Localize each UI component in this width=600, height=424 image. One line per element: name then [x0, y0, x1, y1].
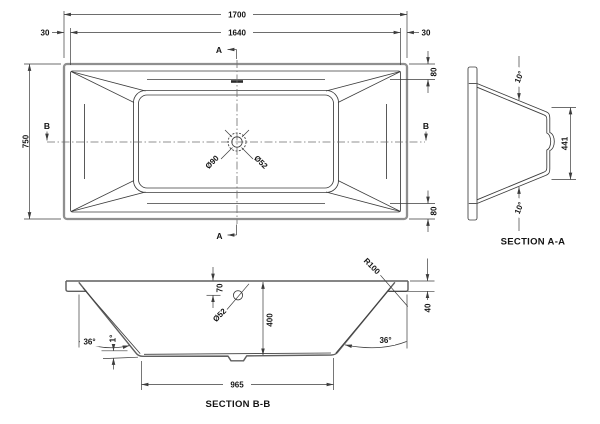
dim-40-label: 40	[423, 303, 432, 312]
section-aa-view: 10° 10° 441 SECTION A-A	[467, 56, 576, 248]
bb-left-rim-block	[65, 281, 87, 293]
plan-wall-top-lines	[84, 79, 387, 204]
dim-30-left-label: 30	[41, 29, 50, 38]
bb-inner-shell-lines	[82, 287, 391, 355]
drain-outer-circle	[227, 132, 247, 152]
plan-floor-edge	[138, 94, 334, 189]
section-marker-b-right: B	[423, 121, 429, 141]
section-marker-b-left: B	[44, 121, 50, 141]
dim-30-right-label: 30	[422, 29, 431, 38]
dim-rim-right: 30	[406, 29, 431, 38]
cut-b-left-label: B	[44, 121, 50, 131]
rim-radius-callout: R100	[359, 253, 409, 307]
aa-rim-cut-lines	[468, 83, 477, 204]
dim-750-label: 750	[21, 134, 30, 148]
floor-slope-callout: 1°	[101, 335, 139, 370]
plan-rim-edge	[70, 70, 401, 213]
drain-inner-circle	[231, 136, 243, 148]
dim-floor-length: 965	[141, 358, 334, 390]
section-bb-title: SECTION B-B	[205, 399, 270, 410]
plan-floor-outer-edge	[133, 90, 339, 193]
dim-70-label: 70	[215, 283, 224, 292]
dim-1640-label: 1640	[228, 29, 246, 38]
angle-36-left-label: 36°	[83, 338, 95, 347]
dim-rim-bottom-right: 80	[390, 190, 438, 232]
aa-angle-top-label: 10°	[513, 70, 526, 85]
dim-rim-left: 30	[41, 29, 65, 38]
drain-outer-dia-label: Ø90	[204, 153, 221, 170]
angle-left-callout: 36°	[78, 294, 130, 349]
section-marker-a-bottom: A	[216, 224, 237, 241]
aa-floor-face	[545, 111, 555, 176]
dim-drain-offset: 70	[206, 267, 224, 308]
aa-angle-bottom-label: 10°	[513, 201, 526, 216]
dim-floor-width: 441	[551, 107, 576, 180]
cut-a-bottom-label: A	[216, 231, 222, 241]
aa-walls	[476, 83, 546, 204]
dim-overall-width: 750	[21, 63, 61, 220]
angle-36-right-label: 36°	[379, 336, 391, 345]
dim-rim-height: 40	[389, 258, 435, 312]
dim-965-label: 965	[230, 381, 244, 390]
bb-drain-circle	[232, 290, 244, 301]
section-aa-title: SECTION A-A	[501, 237, 566, 248]
cut-a-top-label: A	[216, 45, 222, 55]
aa-rim-bar	[467, 66, 478, 221]
dim-80-bottom-label: 80	[429, 206, 438, 215]
angle-1-label: 1°	[108, 335, 117, 343]
dim-depth: 400	[261, 281, 274, 356]
section-bb-view: Ø52 70 400 R100 40	[65, 253, 435, 410]
dim-400-label: 400	[265, 313, 274, 327]
drain-waste-dia-label: Ø52	[252, 154, 269, 171]
dim-opening-length: 1640	[70, 29, 401, 38]
dim-overall-length: 1700	[63, 11, 408, 20]
aa-angle-top: 10°	[510, 56, 528, 101]
dim-80-top-label: 80	[429, 67, 438, 76]
dim-441-label: 441	[560, 136, 569, 150]
aa-floor-face-inner	[543, 114, 552, 173]
cut-b-right-label: B	[423, 121, 429, 131]
aa-angle-bottom: 10°	[510, 186, 528, 231]
bb-tub-profile	[78, 281, 396, 362]
plan-corner-chamfers	[70, 71, 401, 212]
section-marker-a-top: A	[216, 45, 237, 59]
plan-outer-wall	[62, 62, 409, 221]
dim-1700-label: 1700	[228, 11, 246, 20]
bb-drain-dia-label: Ø52	[211, 306, 228, 323]
dim-rim-top-right: 80	[390, 51, 438, 93]
angle-right-callout: 36°	[344, 294, 408, 349]
plan-view: Ø90 Ø52 1700 1640 30 30	[21, 11, 438, 241]
bb-drain-leader	[226, 283, 250, 310]
